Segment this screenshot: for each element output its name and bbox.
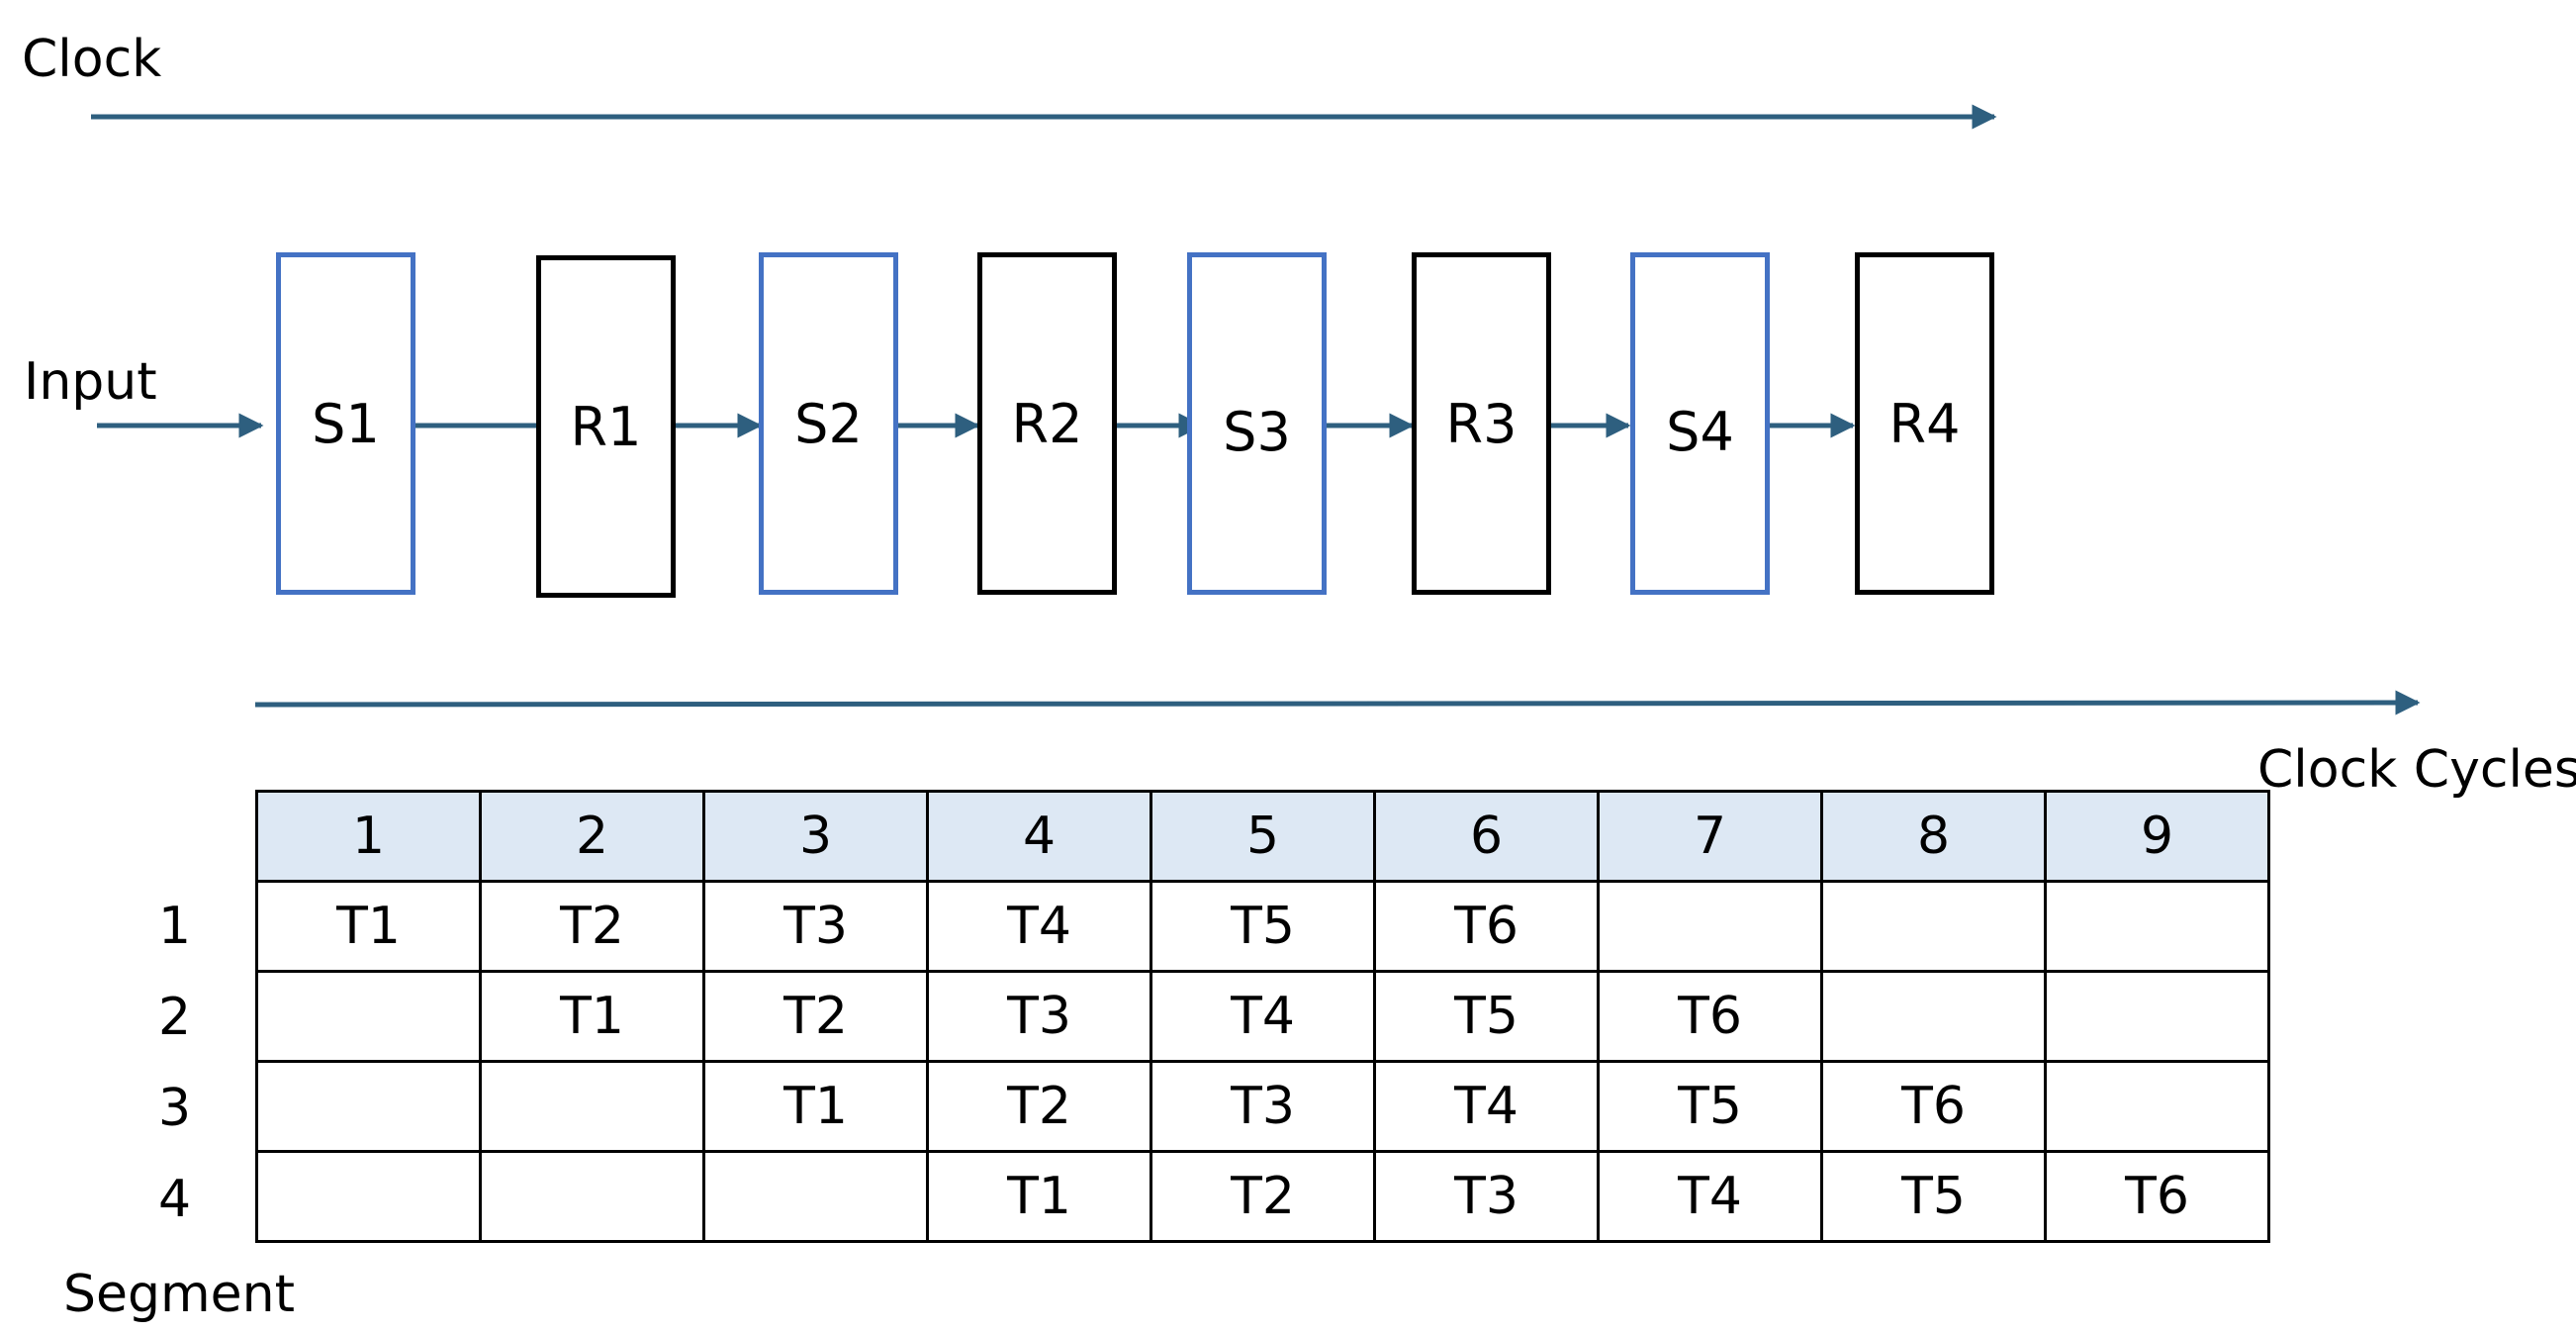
task-cell: T4 (926, 880, 1152, 973)
task-cell: T6 (1820, 1060, 2047, 1153)
stage-s4-box: S4 (1630, 252, 1770, 595)
stage-s2-box: S2 (759, 252, 898, 595)
task-cell (255, 1150, 482, 1243)
task-cell: T5 (1820, 1150, 2047, 1243)
task-cell: T1 (926, 1150, 1152, 1243)
task-cell: T1 (702, 1060, 929, 1153)
task-cell (1597, 880, 1823, 973)
task-cell: T2 (479, 880, 705, 973)
register-r2-box: R2 (977, 252, 1117, 595)
table-row: T1 T2 T3 T4 T5 T6 (255, 970, 2270, 1063)
cycle-header-cell: 4 (926, 790, 1152, 883)
segment-row-label: 1 (158, 897, 192, 956)
segment-row-label: 2 (158, 988, 192, 1047)
stage-s1-box: S1 (276, 252, 415, 595)
task-cell: T6 (1597, 970, 1823, 1063)
task-cell: T6 (2044, 1150, 2270, 1243)
cycle-header-cell: 8 (1820, 790, 2047, 883)
task-cell: T5 (1373, 970, 1600, 1063)
register-r3-box: R3 (1412, 252, 1551, 595)
task-cell (2044, 970, 2270, 1063)
cycle-header-cell: 9 (2044, 790, 2270, 883)
task-cell (255, 970, 482, 1063)
input-label: Input (24, 352, 157, 412)
cycle-header-cell: 2 (479, 790, 705, 883)
cycle-header-cell: 3 (702, 790, 929, 883)
task-cell: T3 (702, 880, 929, 973)
cycle-header-cell: 6 (1373, 790, 1600, 883)
task-cell: T4 (1597, 1150, 1823, 1243)
task-cell: T5 (1150, 880, 1376, 973)
task-cell: T2 (1150, 1150, 1376, 1243)
task-cell (2044, 880, 2270, 973)
segment-row-label: 4 (158, 1170, 192, 1229)
task-cell: T4 (1150, 970, 1376, 1063)
task-cell: T1 (479, 970, 705, 1063)
task-cell (255, 1060, 482, 1153)
register-r4-box: R4 (1855, 252, 1994, 595)
task-cell: T3 (1150, 1060, 1376, 1153)
task-cell (1820, 970, 2047, 1063)
segment-label: Segment (63, 1265, 295, 1324)
task-cell: T1 (255, 880, 482, 973)
task-cell: T2 (926, 1060, 1152, 1153)
task-cell: T6 (1373, 880, 1600, 973)
task-cell: T3 (1373, 1150, 1600, 1243)
task-cell (479, 1060, 705, 1153)
task-cell: T2 (702, 970, 929, 1063)
task-cell (479, 1150, 705, 1243)
task-cell (1820, 880, 2047, 973)
cycle-header-cell: 5 (1150, 790, 1376, 883)
cycle-header-cell: 1 (255, 790, 482, 883)
space-time-table: 1 2 3 4 5 6 7 8 9 T1 T2 T3 T4 T5 T6 T1 T… (255, 790, 2270, 1243)
cycle-header-row: 1 2 3 4 5 6 7 8 9 (255, 790, 2270, 883)
clock-cycles-arrow (254, 690, 2421, 715)
table-row: T1 T2 T3 T4 T5 T6 (255, 1150, 2270, 1243)
task-cell: T5 (1597, 1060, 1823, 1153)
stage-s3-box: S3 (1187, 252, 1327, 595)
table-row: T1 T2 T3 T4 T5 T6 (255, 1060, 2270, 1153)
task-cell (702, 1150, 929, 1243)
task-cell: T4 (1373, 1060, 1600, 1153)
task-cell (2044, 1060, 2270, 1153)
clock-label: Clock (22, 30, 162, 89)
register-r1-box: R1 (536, 255, 676, 598)
cycle-header-cell: 7 (1597, 790, 1823, 883)
table-row: T1 T2 T3 T4 T5 T6 (255, 880, 2270, 973)
clock-cycles-label: Clock Cycles (2257, 740, 2576, 800)
task-cell: T3 (926, 970, 1152, 1063)
segment-row-label: 3 (158, 1079, 192, 1138)
